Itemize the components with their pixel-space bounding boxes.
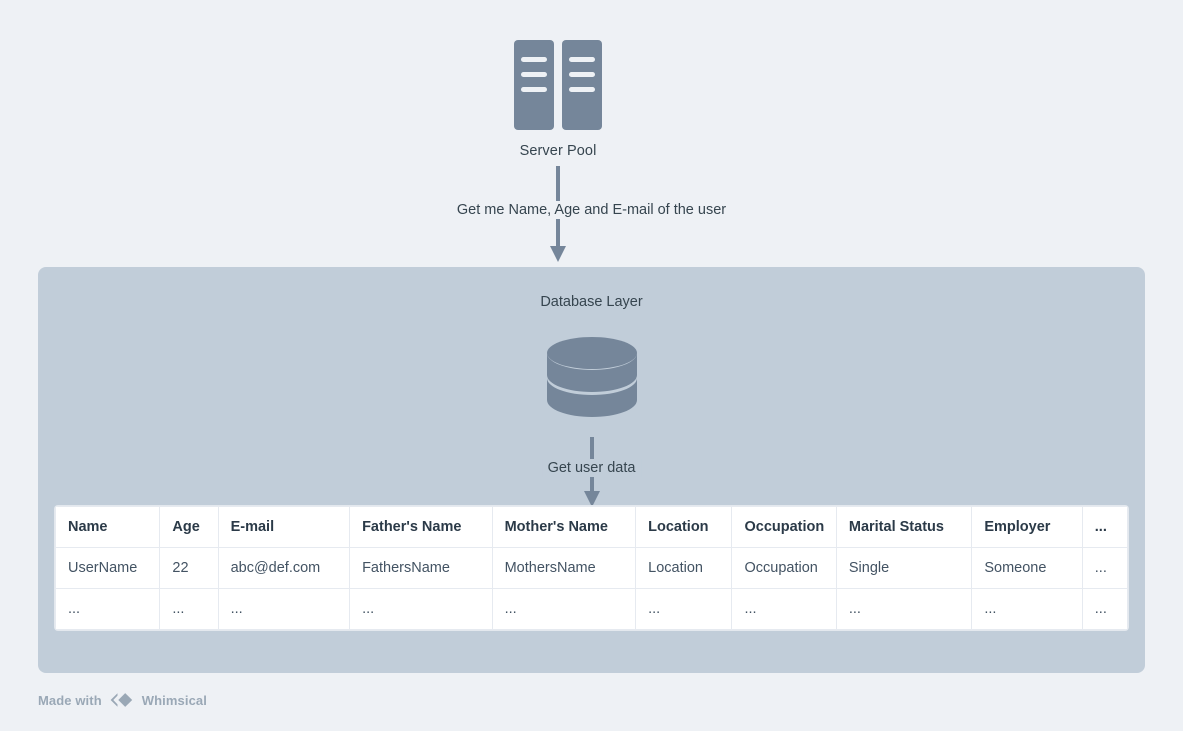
table-header-fathers-name[interactable]: Father's Name bbox=[349, 506, 493, 548]
cell-more: ... bbox=[1081, 547, 1128, 589]
whimsical-diamond-icon bbox=[110, 693, 132, 707]
cell-occupation: ... bbox=[731, 588, 837, 630]
table-header-row: Name Age E-mail Father's Name Mother's N… bbox=[55, 506, 1128, 548]
server-rack-icon bbox=[514, 40, 602, 130]
cell-email: ... bbox=[217, 588, 351, 630]
table-header-email[interactable]: E-mail bbox=[217, 506, 351, 548]
watermark-brand: Whimsical bbox=[141, 692, 207, 708]
database-layer-title: Database Layer bbox=[540, 294, 643, 310]
cell-email: abc@def.com bbox=[217, 547, 351, 589]
table-header-location[interactable]: Location bbox=[635, 506, 733, 548]
cell-more: ... bbox=[1081, 588, 1128, 630]
table-header-name[interactable]: Name bbox=[55, 506, 161, 548]
cell-location: ... bbox=[635, 588, 733, 630]
node-server-pool[interactable]: Server Pool bbox=[458, 40, 658, 160]
node-server-pool-label: Server Pool bbox=[519, 143, 597, 159]
cell-name: ... bbox=[55, 588, 161, 630]
database-cylinder-icon bbox=[546, 337, 637, 417]
table-header-age[interactable]: Age bbox=[159, 506, 219, 548]
watermark-prefix: Made with bbox=[38, 692, 102, 708]
edge-label-server-to-database: Get me Name, Age and E-mail of the user bbox=[450, 201, 733, 219]
cell-employer: ... bbox=[971, 588, 1083, 630]
node-database[interactable] bbox=[546, 337, 637, 417]
cell-employer: Someone bbox=[971, 547, 1083, 589]
cell-fathers-name: ... bbox=[349, 588, 493, 630]
table-header-occupation[interactable]: Occupation bbox=[731, 506, 837, 548]
table-header-marital-status[interactable]: Marital Status bbox=[835, 506, 973, 548]
cell-marital-status: ... bbox=[835, 588, 973, 630]
user-data-table: Name Age E-mail Father's Name Mother's N… bbox=[55, 506, 1128, 630]
cell-fathers-name: FathersName bbox=[349, 547, 493, 589]
cell-mothers-name: MothersName bbox=[491, 547, 637, 589]
cell-occupation: Occupation bbox=[731, 547, 837, 589]
table-row: UserName 22 abc@def.com FathersName Moth… bbox=[55, 547, 1128, 589]
cell-name: UserName bbox=[55, 547, 161, 589]
database-layer-panel: Database Layer Get user data bbox=[38, 267, 1145, 673]
edge-label-database-to-table: Get user data bbox=[541, 459, 642, 477]
whimsical-watermark[interactable]: Made with Whimsical bbox=[38, 692, 207, 708]
table-header-more[interactable]: ... bbox=[1081, 506, 1128, 548]
cell-location: Location bbox=[635, 547, 733, 589]
cell-age: 22 bbox=[159, 547, 219, 589]
user-data-table-wrapper: Name Age E-mail Father's Name Mother's N… bbox=[55, 506, 1128, 630]
table-header-employer[interactable]: Employer bbox=[971, 506, 1083, 548]
table-header-mothers-name[interactable]: Mother's Name bbox=[491, 506, 637, 548]
cell-marital-status: Single bbox=[835, 547, 973, 589]
cell-mothers-name: ... bbox=[491, 588, 637, 630]
cell-age: ... bbox=[159, 588, 219, 630]
table-row: ... ... ... ... ... ... ... ... ... ... bbox=[55, 588, 1128, 630]
